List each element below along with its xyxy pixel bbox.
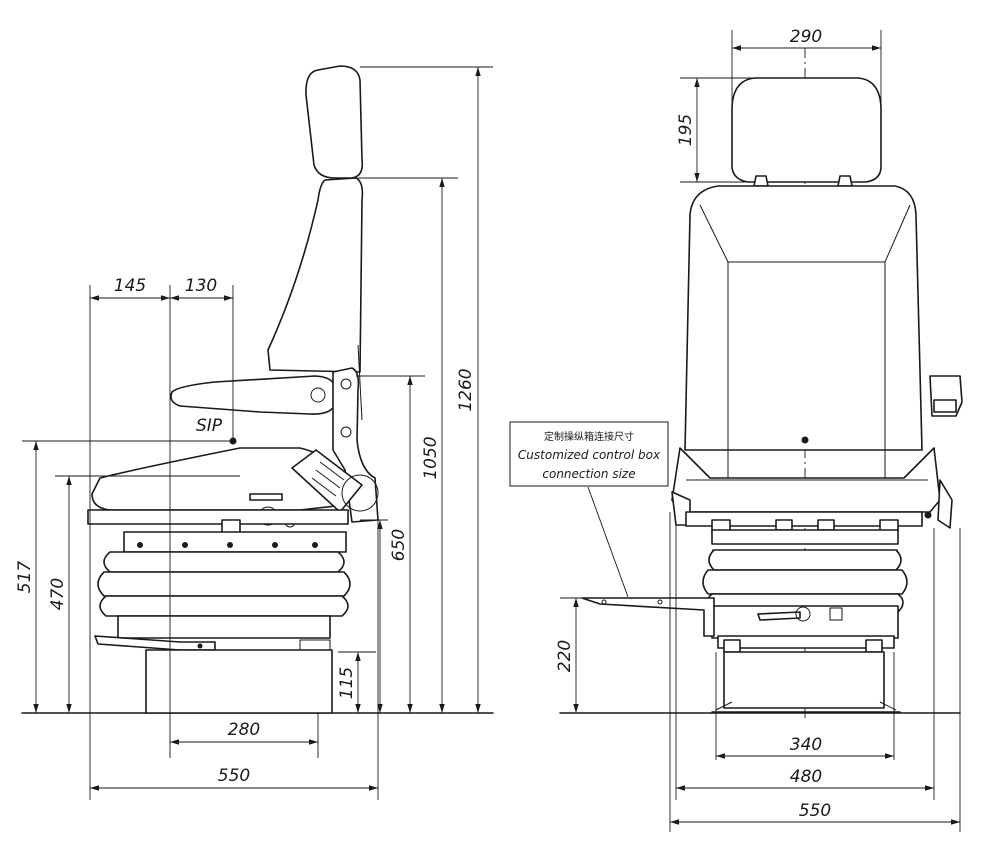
dim-290: 290 [790, 27, 822, 47]
dimension-lines-side [33, 67, 481, 791]
note-text-en-2: connection size [542, 467, 635, 481]
adjust-lever-side [249, 493, 283, 501]
front-view: 定制操纵箱连接尺寸 Customized control box connect… [509, 27, 963, 832]
base-box-side [145, 649, 333, 714]
suspension-bellows-front [702, 549, 908, 613]
sip-label: SIP [196, 416, 223, 436]
slide-rails-side [87, 509, 349, 525]
dim-550-side: 550 [218, 766, 250, 786]
plate-bolts-side [137, 542, 318, 548]
headrest-side [305, 65, 364, 179]
dim-550-front: 550 [799, 801, 831, 821]
control-box-plate [581, 597, 715, 637]
dim-115: 115 [337, 667, 357, 699]
dim-340: 340 [790, 735, 822, 755]
note-box [509, 421, 669, 487]
dim-470: 470 [48, 578, 68, 610]
base-box-front [723, 651, 885, 709]
suspension-plate-bottom [117, 615, 331, 639]
height-lever-front [757, 611, 801, 621]
dimension-lines-front [573, 45, 960, 825]
suspension-plate-top-front [711, 529, 899, 545]
dim-195: 195 [676, 114, 696, 146]
note-text-cn: 定制操纵箱连接尺寸 [544, 430, 634, 443]
dim-280: 280 [228, 720, 260, 740]
dim-145: 145 [114, 276, 146, 296]
suspension-plate-bottom-front [711, 605, 899, 639]
extension-lines-front [560, 30, 961, 832]
dim-1050: 1050 [421, 436, 441, 479]
note-leader [587, 486, 629, 598]
slide-rails-front [685, 511, 923, 527]
headrest-front [731, 77, 882, 183]
note-text-en-1: Customized control box [518, 448, 661, 462]
dim-1260: 1260 [456, 368, 476, 411]
dim-130: 130 [185, 276, 217, 296]
dim-650: 650 [389, 529, 409, 561]
backrest-side [267, 177, 364, 373]
dim-517: 517 [15, 561, 35, 594]
belt-buckle [291, 449, 363, 513]
backrest-front [684, 185, 923, 451]
side-view: 145 130 SIP 517 470 650 1050 1260 115 28… [15, 65, 494, 800]
suspension-bellows-side [97, 551, 351, 617]
dim-480: 480 [790, 767, 822, 787]
dim-220: 220 [555, 640, 575, 672]
suspension-plate-top [123, 531, 347, 553]
